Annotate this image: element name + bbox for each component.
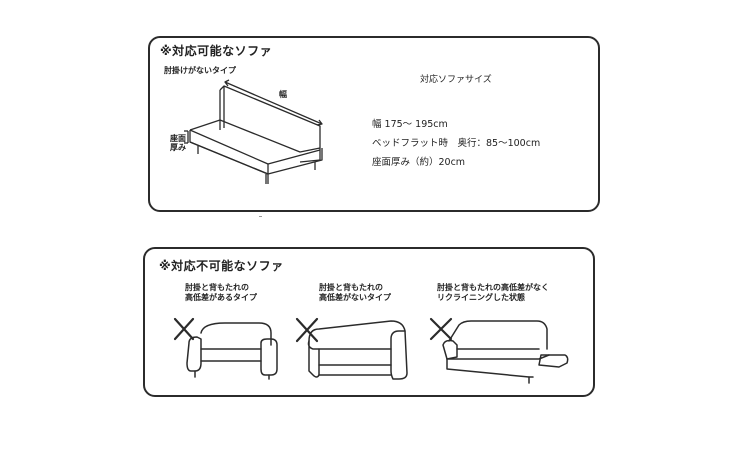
- item3-caption-1: 肘掛と背もたれの高低差がなく: [437, 283, 549, 292]
- seat-thickness-label-1: 座面: [170, 134, 186, 143]
- sofa-with-arm-height-difference: [173, 317, 278, 380]
- spec-bed-depth: ベッドフラット時 奥行：85～100cm: [372, 138, 541, 149]
- sofa-without-arm-height-difference: [295, 317, 408, 380]
- item2-caption-2: 高低差がないタイプ: [319, 293, 391, 302]
- incompatible-title: ※対応不可能なソファ: [159, 259, 284, 273]
- divider-dot: [259, 216, 262, 217]
- item1-caption-2: 高低差があるタイプ: [185, 293, 257, 302]
- item1-caption-1: 肘掛と背もたれの: [185, 283, 249, 292]
- cross-icon: [429, 317, 453, 341]
- item2-caption-1: 肘掛と背もたれの: [319, 283, 383, 292]
- spec-seat-thickness: 座面厚み（約）20cm: [372, 157, 466, 168]
- compatible-sofa-panel: ※対応可能なソファ 肘掛けがないタイプ 幅 座面 厚み: [148, 36, 600, 212]
- spec-width: 幅 175～ 195cm: [372, 119, 448, 130]
- width-label: 幅: [279, 90, 287, 99]
- armless-type-label: 肘掛けがないタイプ: [164, 66, 236, 75]
- armless-sofa-illustration: [184, 79, 323, 184]
- cross-icon: [173, 317, 195, 341]
- seat-thickness-label-2: 厚み: [170, 143, 186, 152]
- reclining-sofa-illustration: [429, 317, 569, 384]
- cross-icon: [295, 317, 319, 343]
- compatible-title: ※対応可能なソファ: [160, 44, 273, 58]
- specs-title: 対応ソファサイズ: [420, 75, 492, 85]
- incompatible-sofa-panel: ※対応不可能なソファ 肘掛と背もたれの 高低差があるタイプ 肘掛と背もたれの 高…: [143, 247, 595, 397]
- item3-caption-2: リクライニングした状態: [437, 293, 525, 302]
